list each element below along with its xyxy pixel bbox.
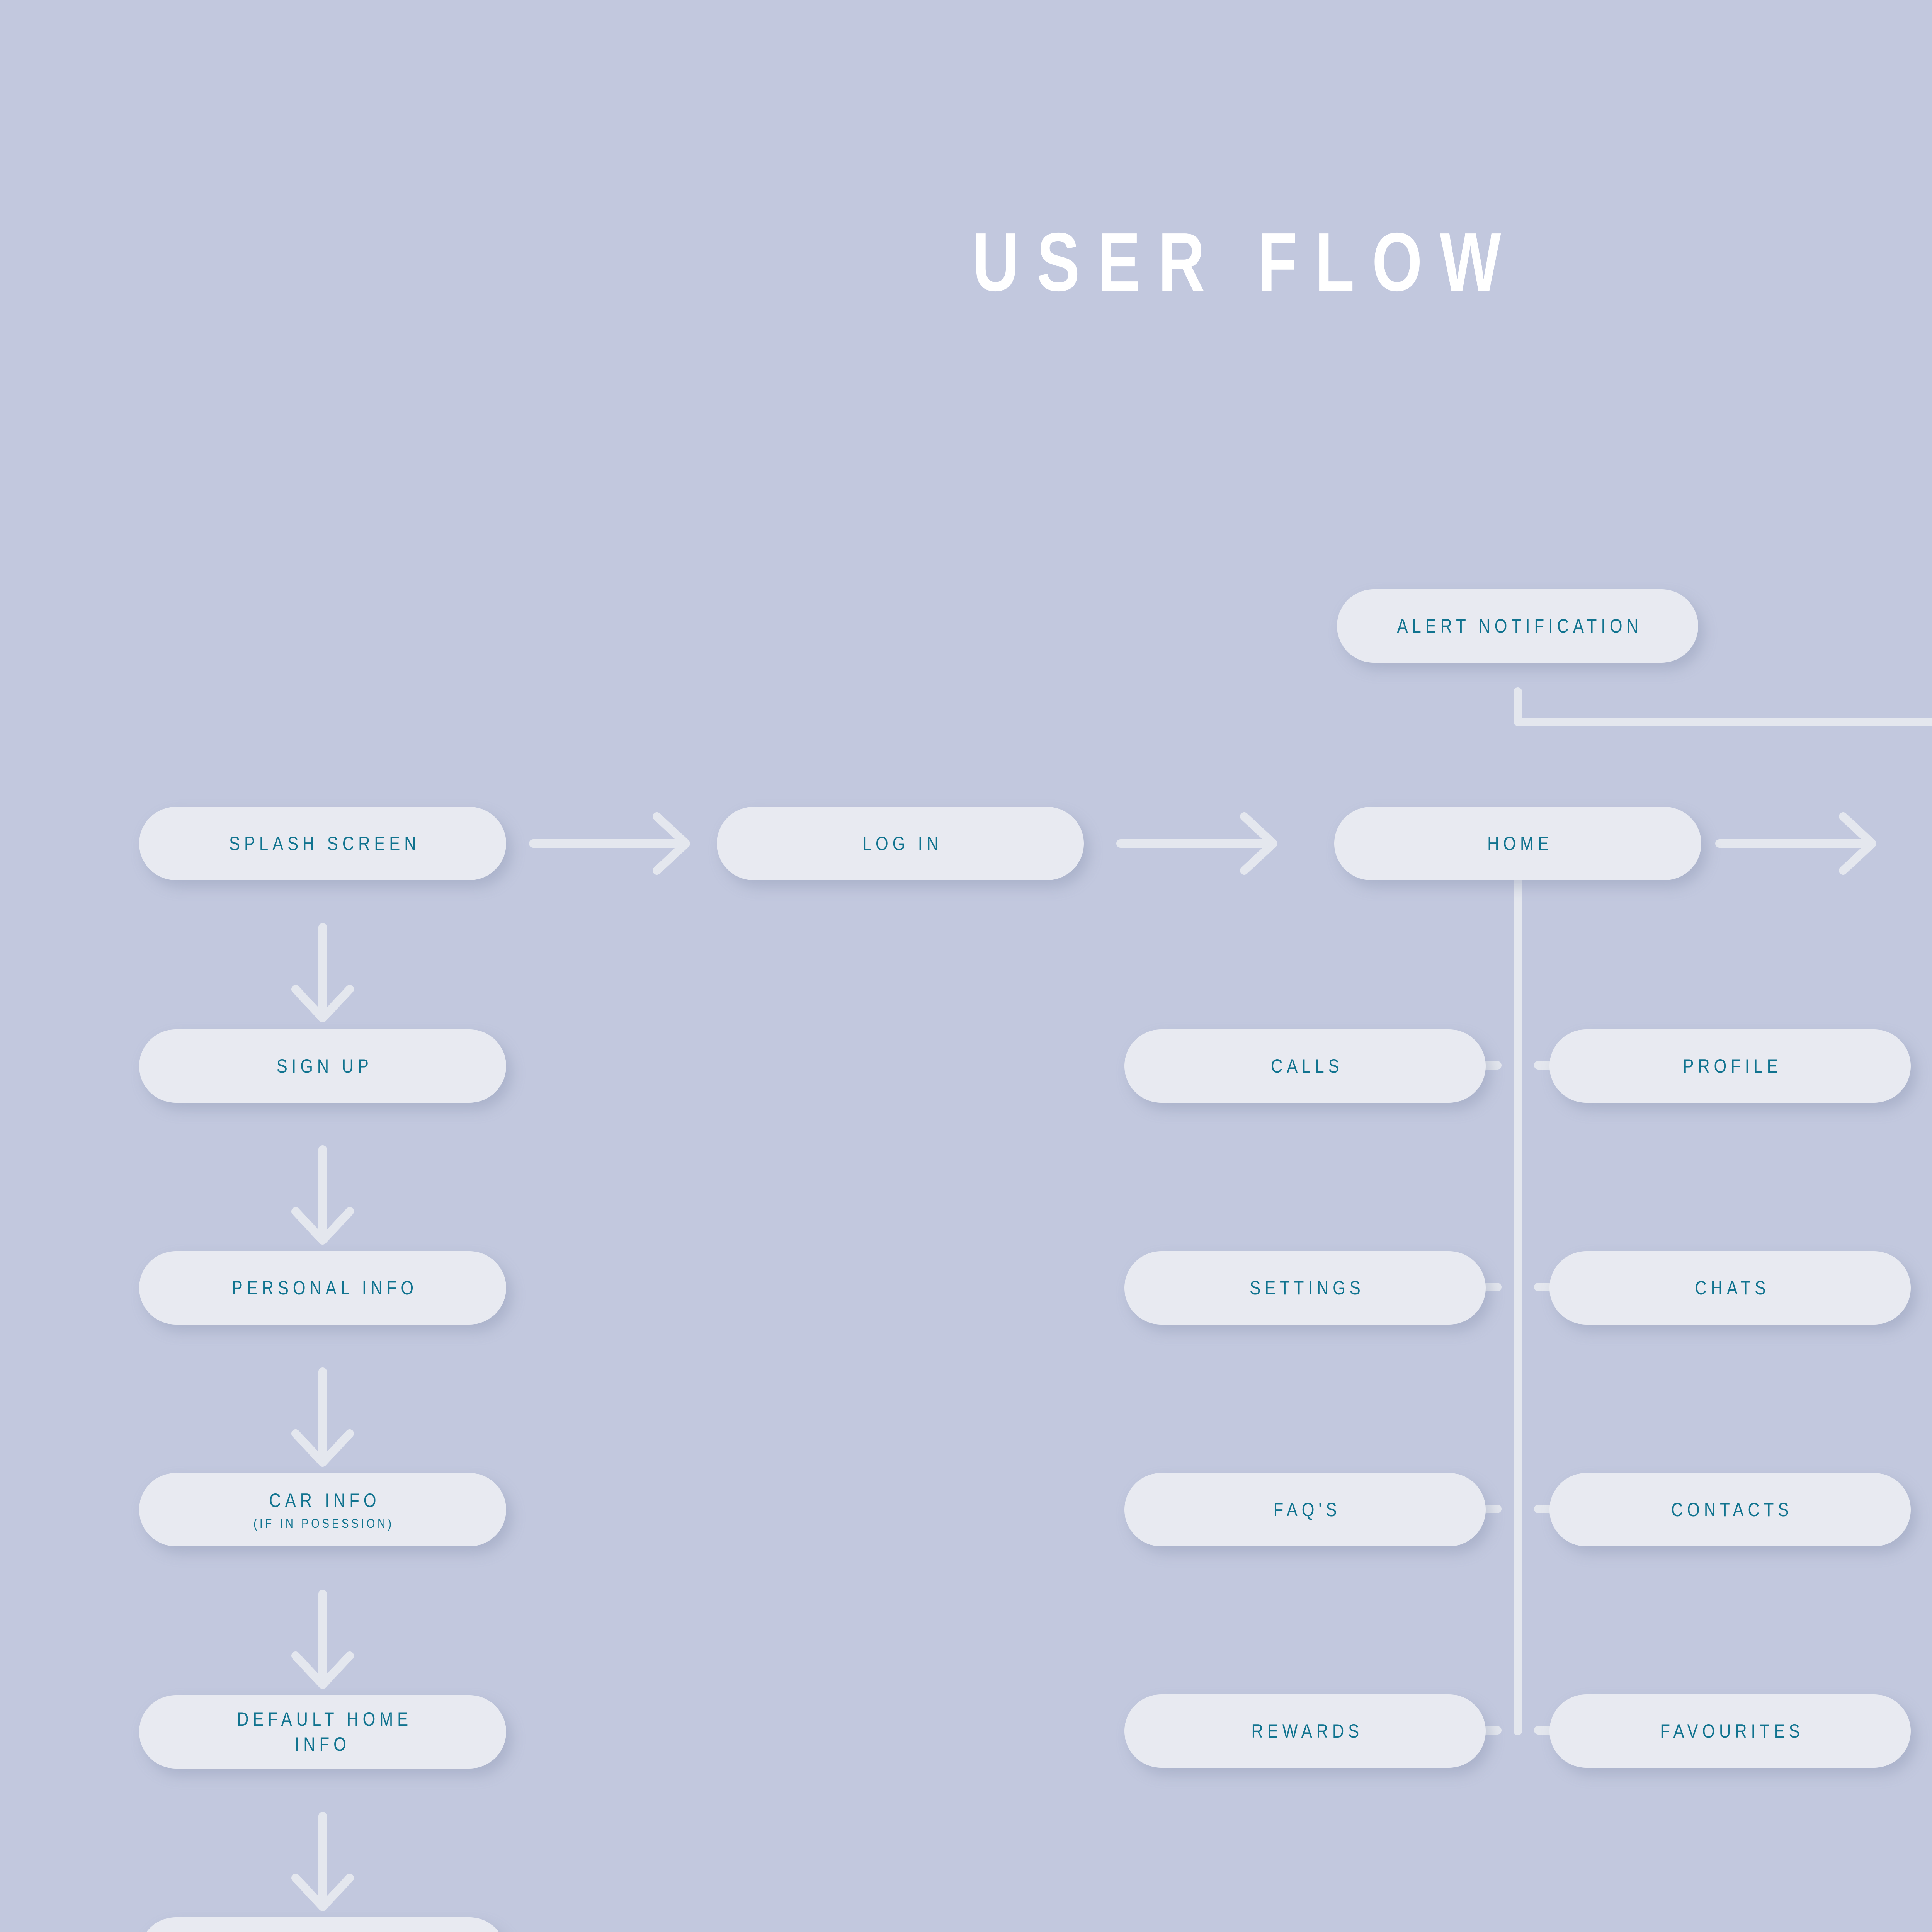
node-chats-label: CHATS [1695,1277,1770,1299]
node-default-home-info[interactable]: DEFAULT HOME INFO [139,1695,506,1769]
node-home-label: HOME [1487,832,1553,854]
node-sign-up-label: SIGN UP [276,1055,373,1077]
page-title: USER FLOW [972,215,1519,308]
node-calls-label: CALLS [1271,1055,1344,1077]
node-alert-notification-label: ALERT NOTIFICATION [1397,615,1643,637]
node-chats[interactable]: CHATS [1549,1251,1911,1325]
node-car-info-subtitle: (IF IN POSESSION) [253,1516,395,1531]
arrow-splash-to-login [529,812,690,875]
node-personal-info-label: PERSONAL INFO [231,1277,418,1299]
node-rewards[interactable]: REWARDS [1124,1694,1486,1768]
node-profile[interactable]: PROFILE [1549,1029,1911,1103]
elbow-alert-notification-to-journey [1514,687,1932,726]
arrow-login-to-home [1116,812,1277,875]
node-default-home-info-label: DEFAULT HOME INFO [237,1708,413,1755]
arrow-splash-to-signup [291,923,354,1022]
node-contacts-label: CONTACTS [1671,1498,1793,1520]
node-settings-label: SETTINGS [1250,1277,1365,1299]
node-personal-info[interactable]: PERSONAL INFO [139,1251,506,1325]
node-calls[interactable]: CALLS [1124,1029,1486,1103]
node-work-school-info-label: WORK/SCHOOL INFO [236,1929,410,1932]
node-alert-notification[interactable]: ALERT NOTIFICATION [1337,589,1698,663]
node-rewards-label: REWARDS [1251,1720,1363,1742]
arrow-car-info-to-default-home-info [291,1590,354,1689]
node-contacts[interactable]: CONTACTS [1549,1473,1911,1546]
arrow-signup-to-personal-info [291,1145,354,1245]
node-work-school-info[interactable]: WORK/SCHOOL INFO [139,1917,506,1932]
node-car-info[interactable]: CAR INFO (IF IN POSESSION) [139,1473,506,1546]
node-favourites[interactable]: FAVOURITES [1549,1694,1911,1768]
arrow-home-to-journey [1715,812,1876,875]
node-faqs-label: FAQ'S [1273,1498,1341,1520]
node-log-in-label: LOG IN [862,832,943,854]
node-profile-label: PROFILE [1682,1055,1782,1077]
node-sign-up[interactable]: SIGN UP [139,1029,506,1103]
node-splash-screen-label: SPLASH SCREEN [229,832,420,854]
node-home[interactable]: HOME [1334,807,1701,880]
node-settings[interactable]: SETTINGS [1124,1251,1486,1325]
node-car-info-label: CAR INFO [269,1489,381,1511]
arrow-default-home-info-to-work-school-info [291,1812,354,1911]
node-faqs[interactable]: FAQ'S [1124,1473,1486,1546]
node-favourites-label: FAVOURITES [1660,1720,1804,1742]
node-log-in[interactable]: LOG IN [717,807,1084,880]
arrow-personal-info-to-car-info [291,1367,354,1467]
node-splash-screen[interactable]: SPLASH SCREEN [139,807,506,880]
